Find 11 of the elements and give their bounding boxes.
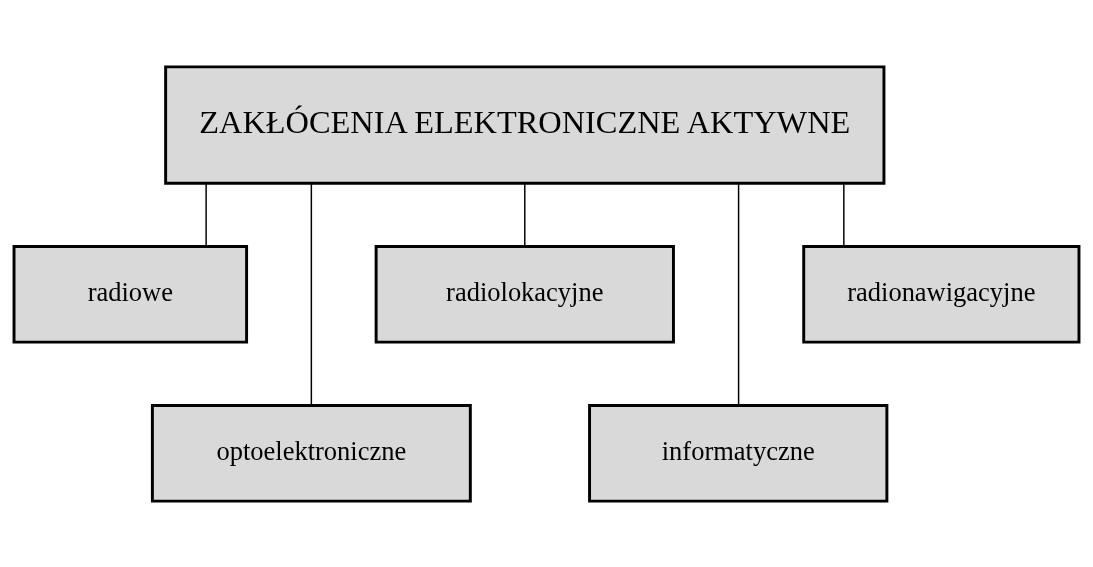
node-box: radiolokacyjne bbox=[374, 244, 675, 344]
node-box: optoelektroniczne bbox=[150, 403, 472, 503]
node-box: informatyczne bbox=[588, 403, 889, 503]
node-box: radiowe bbox=[12, 244, 249, 344]
connector bbox=[524, 182, 526, 247]
connector bbox=[843, 182, 845, 247]
node-box: radionawigacyjne bbox=[802, 244, 1081, 344]
connector bbox=[737, 182, 740, 406]
connector bbox=[310, 182, 313, 406]
connector bbox=[205, 182, 207, 247]
node-box: ZAKŁÓCENIA ELEKTRONICZNE AKTYWNE bbox=[164, 64, 886, 185]
